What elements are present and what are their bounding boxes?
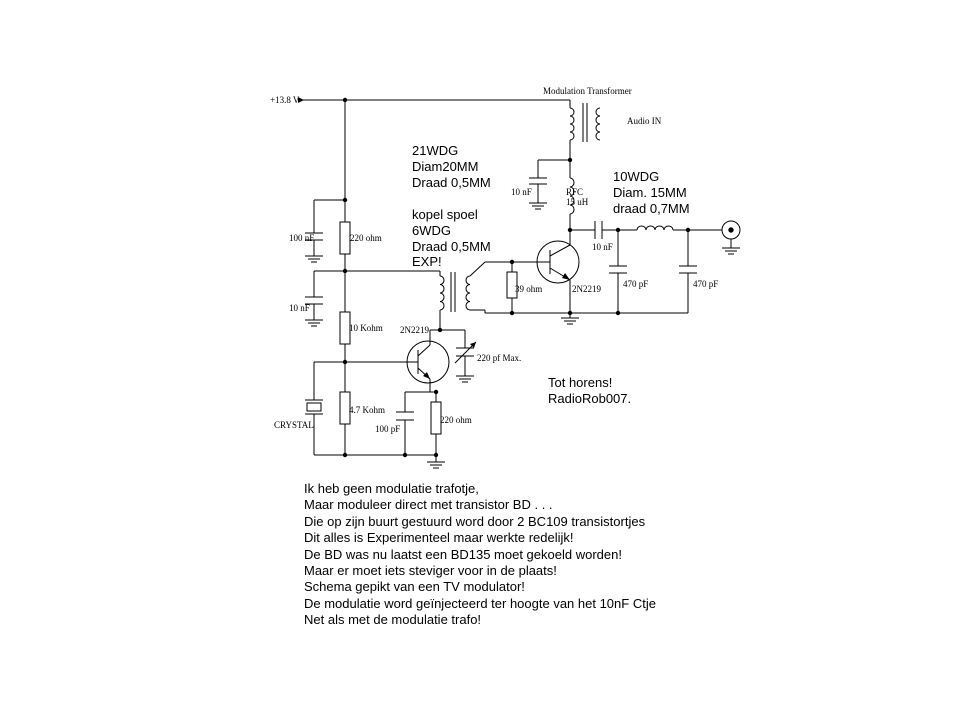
output-coil: [636, 225, 674, 231]
coil1-line: Diam20MM: [412, 159, 478, 174]
c-470-b-label: 470 pF: [693, 279, 718, 289]
audio-in-label: Audio IN: [627, 116, 662, 126]
c-100nf-label: 100 nF: [289, 233, 314, 243]
coil3-line: draad 0,7MM: [613, 201, 690, 216]
antenna-connector: [721, 220, 741, 248]
transistor-q2: [536, 240, 580, 284]
rfc-label: RFC: [566, 187, 583, 197]
notes-block: Ik heb geen modulatie trafotje, Maar mod…: [304, 481, 656, 629]
crystal-label: CRYSTAL: [274, 420, 314, 430]
supply-label: +13.8 V: [270, 95, 300, 105]
q1-label: 2N2219: [400, 325, 429, 335]
note-line: Dit alles is Experimenteel maar werkte r…: [304, 530, 574, 546]
r-10k-label: 10 Kohm: [349, 323, 383, 333]
coupling-transformer: [439, 272, 471, 312]
ground-icon: [561, 317, 579, 325]
note-line: De modulatie word geïnjecteerd ter hoogt…: [304, 595, 656, 611]
coil2-line: EXP!: [412, 254, 442, 269]
note-line: Maar moduleer direct met transistor BD .…: [304, 497, 553, 513]
coil2-line: kopel spoel: [412, 207, 478, 222]
resistors: [339, 221, 518, 435]
coil3-line: Diam. 15MM: [613, 185, 687, 200]
greeting-line: RadioRob007.: [548, 391, 631, 406]
c-470-a-label: 470 pF: [623, 279, 648, 289]
ground-icon: [722, 247, 740, 255]
ground-icon: [305, 319, 323, 327]
ground-symbols: [305, 202, 740, 469]
transistor-q1: [405, 340, 450, 384]
r-220-bottom-label: 220 ohm: [440, 415, 472, 425]
note-line: Net als met de modulatie trafo!: [304, 612, 482, 628]
note-line: De BD was nu laatst een BD135 moet gekoe…: [304, 546, 622, 562]
component-labels: +13.8 V Modulation Transformer Audio IN …: [270, 86, 718, 434]
note-line: Maar er moet iets steviger voor in de pl…: [304, 563, 557, 579]
coil3-line: 10WDG: [613, 169, 659, 184]
greeting: Tot horens! RadioRob007.: [548, 375, 631, 406]
note-line: Die op zijn buurt gestuurd word door 2 B…: [304, 513, 646, 529]
ground-icon: [529, 202, 547, 210]
modulation-transformer: [569, 103, 601, 142]
wires: [298, 97, 722, 462]
coil2-notes: kopel spoel 6WDG Draad 0,5MM EXP!: [412, 207, 491, 269]
coil1-notes: 21WDG Diam20MM Draad 0,5MM: [412, 143, 491, 190]
coil2-line: Draad 0,5MM: [412, 239, 491, 254]
greeting-line: Tot horens!: [548, 375, 612, 390]
rfc-value-label: 15 uH: [566, 197, 589, 207]
note-line: Schema gepikt van een TV modulator!: [304, 579, 525, 595]
mod-transformer-label: Modulation Transformer: [543, 86, 632, 96]
r-220-top-label: 220 ohm: [350, 233, 382, 243]
coil1-line: Draad 0,5MM: [412, 175, 491, 190]
r-4k7-label: 4.7 Kohm: [349, 405, 385, 415]
c-10nf-left-label: 10 nF: [289, 303, 310, 313]
ground-icon: [305, 255, 323, 263]
c-trim-label: 220 pf Max.: [477, 353, 521, 363]
c-10nf-top-label: 10 nF: [511, 187, 532, 197]
ground-icon: [456, 375, 474, 383]
c-couple-label: 10 nF: [592, 242, 613, 252]
r-39-label: 39 ohm: [515, 284, 542, 294]
coil3-notes: 10WDG Diam. 15MM draad 0,7MM: [613, 169, 690, 216]
crystal: [305, 399, 323, 415]
coil2-line: 6WDG: [412, 223, 451, 238]
coil1-line: 21WDG: [412, 143, 458, 158]
capacitors: [305, 177, 697, 421]
rfc-inductor: [569, 177, 575, 215]
ground-icon: [427, 461, 445, 469]
q2-label: 2N2219: [572, 284, 601, 294]
c-100pf-label: 100 pF: [375, 424, 400, 434]
junctions: [342, 97, 691, 458]
note-line: Ik heb geen modulatie trafotje,: [304, 481, 479, 496]
